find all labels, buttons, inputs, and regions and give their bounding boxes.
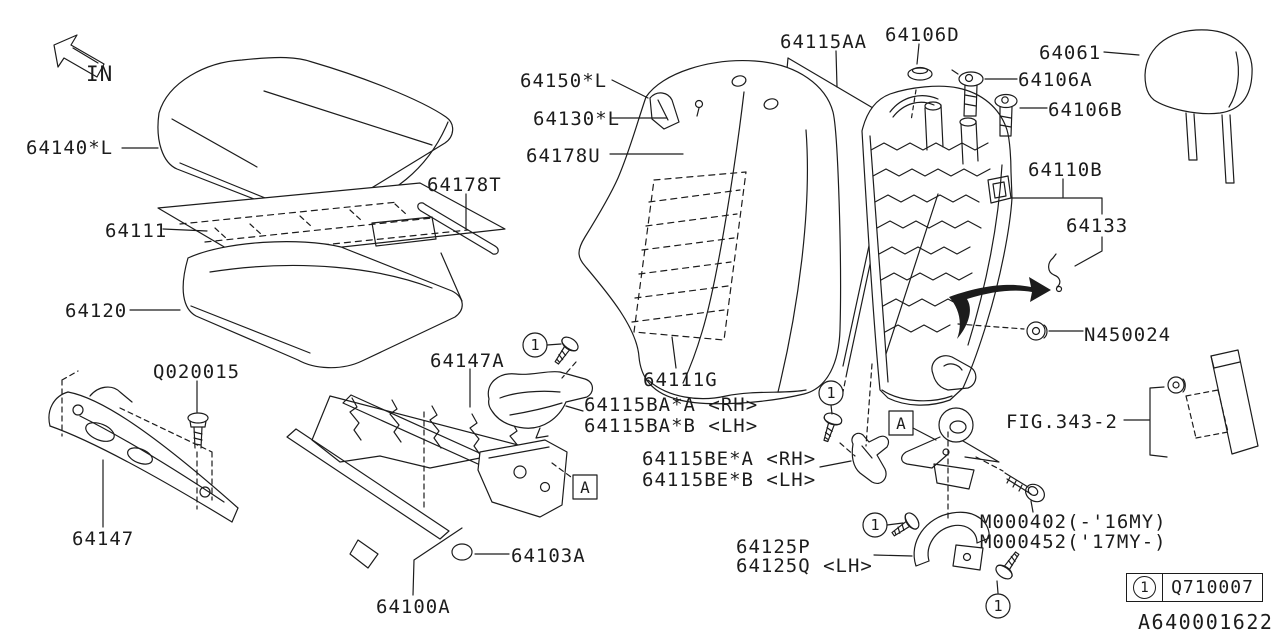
fastener-marker-label: 1 xyxy=(993,597,1002,615)
hinge-cover-64115BE xyxy=(851,432,890,484)
circled-number-icon: 1 xyxy=(1133,576,1156,599)
fastener-marker-label: 1 xyxy=(826,384,835,402)
wire-hook-64133 xyxy=(1048,253,1063,293)
screw-Q020015 xyxy=(187,412,209,449)
belt-rail-fig343 xyxy=(1167,349,1259,455)
part-label-64110B: 64110B xyxy=(1028,159,1103,181)
leader-lines xyxy=(102,43,1168,596)
part-label-64140: 64140*L xyxy=(26,137,114,159)
part-label-64106A: 64106A xyxy=(1018,69,1093,91)
part-label-64115BE-rh: 64115BE*A <RH> xyxy=(642,448,817,470)
part-label-64061: 64061 xyxy=(1039,42,1102,64)
bold-arrow-icon xyxy=(949,277,1051,339)
screw-fastener-2 xyxy=(816,410,844,445)
part-label-64115BE-lh: 64115BE*B <LH> xyxy=(642,469,817,491)
seat-cushion-pad-64120 xyxy=(182,241,463,369)
fastener-legend: 1 Q710007 xyxy=(1126,573,1263,602)
bolt-M000402 xyxy=(1004,472,1045,503)
fastener-marker-label: 1 xyxy=(530,336,539,354)
back-heater-pad-64111G xyxy=(631,171,747,341)
fastener-markers: 1 1 1 1 xyxy=(522,332,1011,619)
part-label-64125Q: 64125Q <LH> xyxy=(736,555,873,577)
part-label-64130: 64130*L xyxy=(533,108,621,130)
cap-64106D xyxy=(907,66,933,81)
part-label-64150: 64150*L xyxy=(520,70,608,92)
seat-frame-64100A xyxy=(286,394,568,569)
stopper-64103A xyxy=(451,543,473,561)
section-marker-label: A xyxy=(580,478,590,497)
legend-symbol-cell: 1 xyxy=(1127,574,1163,601)
part-label-64106B: 64106B xyxy=(1048,99,1123,121)
part-label-64100A: 64100A xyxy=(376,596,451,618)
part-label-64111: 64111 xyxy=(105,220,168,242)
part-label-64106D: 64106D xyxy=(885,24,960,46)
diagram-id: A640001622 xyxy=(1138,610,1274,634)
section-markers: A A xyxy=(572,410,914,500)
part-label-M000452: M000452('17MY-) xyxy=(980,531,1167,553)
part-label-64178T: 64178T xyxy=(427,174,502,196)
part-label-64120: 64120 xyxy=(65,300,128,322)
part-label-64147A: 64147A xyxy=(430,350,505,372)
part-label-64147: 64147 xyxy=(72,528,135,550)
side-garnish-64115BA xyxy=(487,370,593,439)
part-label-64103A: 64103A xyxy=(511,545,586,567)
part-label-64125P: 64125P xyxy=(736,536,811,558)
headrest-guide-64106A xyxy=(951,69,984,117)
fastener-marker-label: 1 xyxy=(870,516,879,534)
part-label-64111G: 64111G xyxy=(643,369,718,391)
part-label-64115BA-lh: 64115BA*B <LH> xyxy=(584,415,759,437)
part-label-64115AA: 64115AA xyxy=(780,31,868,53)
nut-N450024 xyxy=(1026,321,1048,341)
belt-guide-64125 xyxy=(913,511,990,571)
cushion-wire-64178T xyxy=(417,202,499,255)
direction-in-label: IN xyxy=(86,62,114,86)
screw-fastener-3 xyxy=(887,509,923,543)
legend-part-number: Q710007 xyxy=(1171,577,1254,598)
section-marker-label: A xyxy=(896,414,906,433)
part-label-64133: 64133 xyxy=(1066,215,1129,237)
bracket-64130 xyxy=(649,92,704,130)
screw-fastener-4 xyxy=(992,547,1026,583)
part-label-N450024: N450024 xyxy=(1084,324,1172,346)
part-label-64115BA-rh: 64115BA*A <RH> xyxy=(584,394,759,416)
seat-heater-pad-64111 xyxy=(157,182,506,259)
part-label-M000402: M000402(-'16MY) xyxy=(980,511,1167,533)
headrest-64061 xyxy=(1144,29,1253,184)
headrest-guide-64106B xyxy=(994,93,1018,137)
part-label-Q020015: Q020015 xyxy=(153,361,241,383)
front-shield-64147 xyxy=(48,370,239,523)
part-label-64178U: 64178U xyxy=(526,145,601,167)
seat-back-frame-64110B xyxy=(861,85,1013,406)
direction-in-arrow-icon xyxy=(53,34,105,78)
figure-reference-label: FIG.343-2 xyxy=(1006,411,1118,433)
seat-back-cover xyxy=(578,60,842,405)
